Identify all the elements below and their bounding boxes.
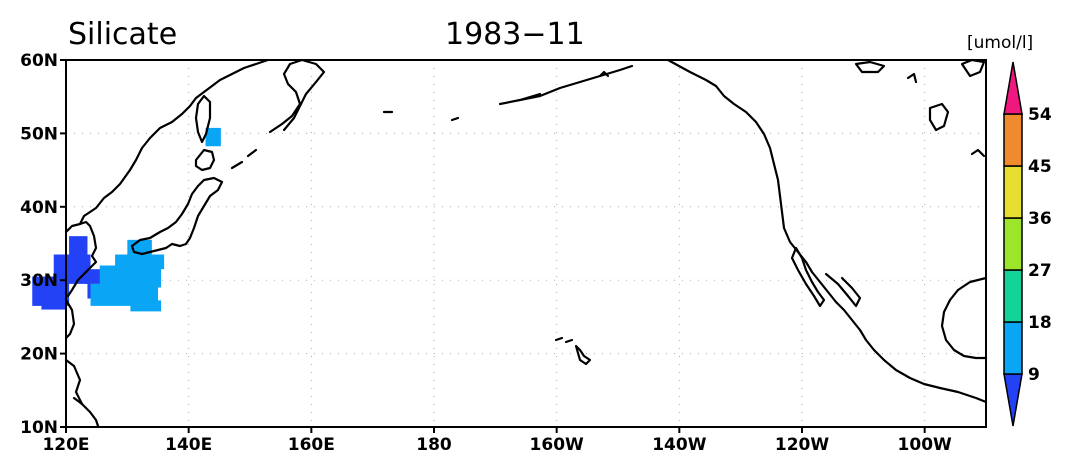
colorbar-segment-5 bbox=[1003, 113, 1023, 167]
y-tick-label-2: 30N bbox=[20, 271, 58, 291]
x-tick-label-2: 160E bbox=[288, 435, 335, 455]
y-tick-label-1: 20N bbox=[20, 345, 58, 365]
x-tick-label-7: 100W bbox=[898, 435, 952, 455]
data-cell-6 bbox=[130, 300, 162, 312]
gridlines bbox=[66, 60, 986, 427]
data-cell-8 bbox=[205, 127, 221, 147]
y-axis-ticks: 10N 20N 30N 40N 50N 60N bbox=[20, 51, 66, 438]
data-cells bbox=[32, 127, 221, 312]
colorbar-label-3: 36 bbox=[1028, 209, 1052, 229]
colorbar-label-2: 27 bbox=[1028, 261, 1052, 281]
coastlines bbox=[64, 58, 988, 428]
x-tick-label-5: 140W bbox=[652, 435, 706, 455]
plot-frame bbox=[65, 59, 987, 428]
colorbar-label-5: 54 bbox=[1028, 105, 1052, 125]
y-tick-label-4: 50N bbox=[20, 124, 58, 144]
chart-subtitle: 1983−11 bbox=[445, 17, 585, 52]
x-tick-label-6: 120W bbox=[775, 435, 829, 455]
x-axis-ticks: 120E 140E 160E 180 160W 140W 120W 100W bbox=[42, 427, 952, 455]
data-cell-3 bbox=[99, 265, 162, 288]
colorbar-segment-1 bbox=[1003, 321, 1023, 375]
data-cell-4 bbox=[90, 283, 158, 306]
colorbar: 9 18 27 36 45 54 bbox=[1003, 61, 1052, 427]
x-tick-label-3: 180 bbox=[416, 435, 452, 455]
data-cell-11 bbox=[69, 236, 88, 259]
y-tick-label-5: 60N bbox=[20, 51, 58, 71]
y-tick-label-3: 40N bbox=[20, 198, 58, 218]
x-tick-label-0: 120E bbox=[42, 435, 89, 455]
colorbar-segment-3 bbox=[1003, 217, 1023, 271]
data-cell-5 bbox=[115, 254, 165, 270]
colorbar-label-1: 18 bbox=[1028, 313, 1052, 333]
x-tick-label-4: 160W bbox=[530, 435, 584, 455]
colorbar-segment-6 bbox=[1003, 61, 1023, 115]
colorbar-units: [umol/l] bbox=[967, 33, 1033, 53]
chart-title: Silicate bbox=[68, 17, 177, 52]
data-cell-12 bbox=[41, 294, 66, 310]
colorbar-segment-2 bbox=[1003, 269, 1023, 323]
colorbar-label-4: 45 bbox=[1028, 157, 1052, 177]
y-tick-label-0: 10N bbox=[20, 418, 58, 438]
colorbar-label-0: 9 bbox=[1028, 365, 1040, 385]
colorbar-segment-4 bbox=[1003, 165, 1023, 219]
colorbar-segment-0 bbox=[1003, 373, 1023, 427]
x-tick-label-1: 140E bbox=[165, 435, 212, 455]
